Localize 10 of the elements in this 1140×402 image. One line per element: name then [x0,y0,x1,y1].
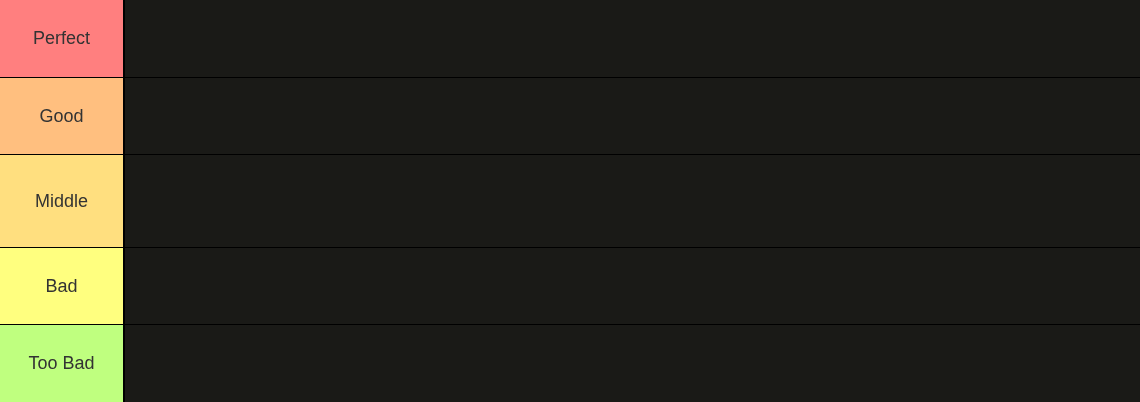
tier-label-box [0,248,124,324]
tier-name: Middle [35,190,88,212]
tier-name: Good [39,105,84,127]
tier-label-box [0,0,124,77]
tier-label-box [0,78,124,154]
tier-label-box [0,155,124,247]
tier-label-box [0,325,124,402]
tier-name: Too Bad [28,353,95,374]
tier-name: Perfect [33,28,90,49]
tier-name: Bad [45,275,78,297]
